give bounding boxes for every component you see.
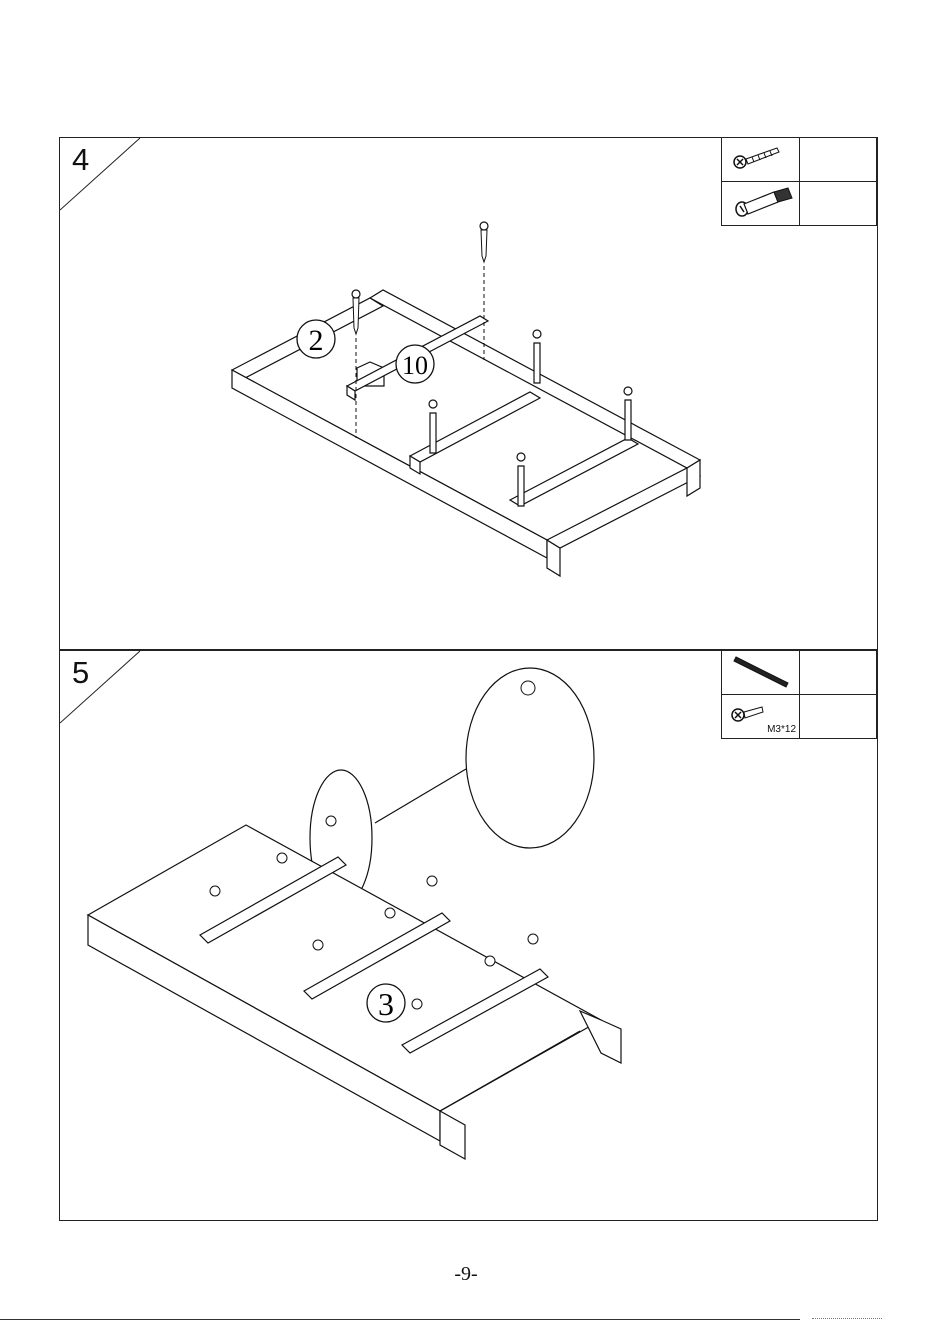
callout-10: 10 bbox=[402, 351, 428, 380]
footer-mark bbox=[812, 1314, 882, 1319]
step-4-frame-drawing: 2 10 bbox=[60, 138, 879, 651]
callout-2: 2 bbox=[309, 324, 324, 357]
step-5-panel: 5 M3*12 bbox=[59, 650, 878, 1221]
step-4-panel: 4 bbox=[59, 137, 878, 650]
callout-3: 3 bbox=[378, 986, 394, 1022]
page-number: -9- bbox=[0, 1263, 932, 1286]
footer-rule bbox=[0, 1319, 800, 1320]
step-5-drawer-drawing: 3 bbox=[60, 651, 879, 1222]
